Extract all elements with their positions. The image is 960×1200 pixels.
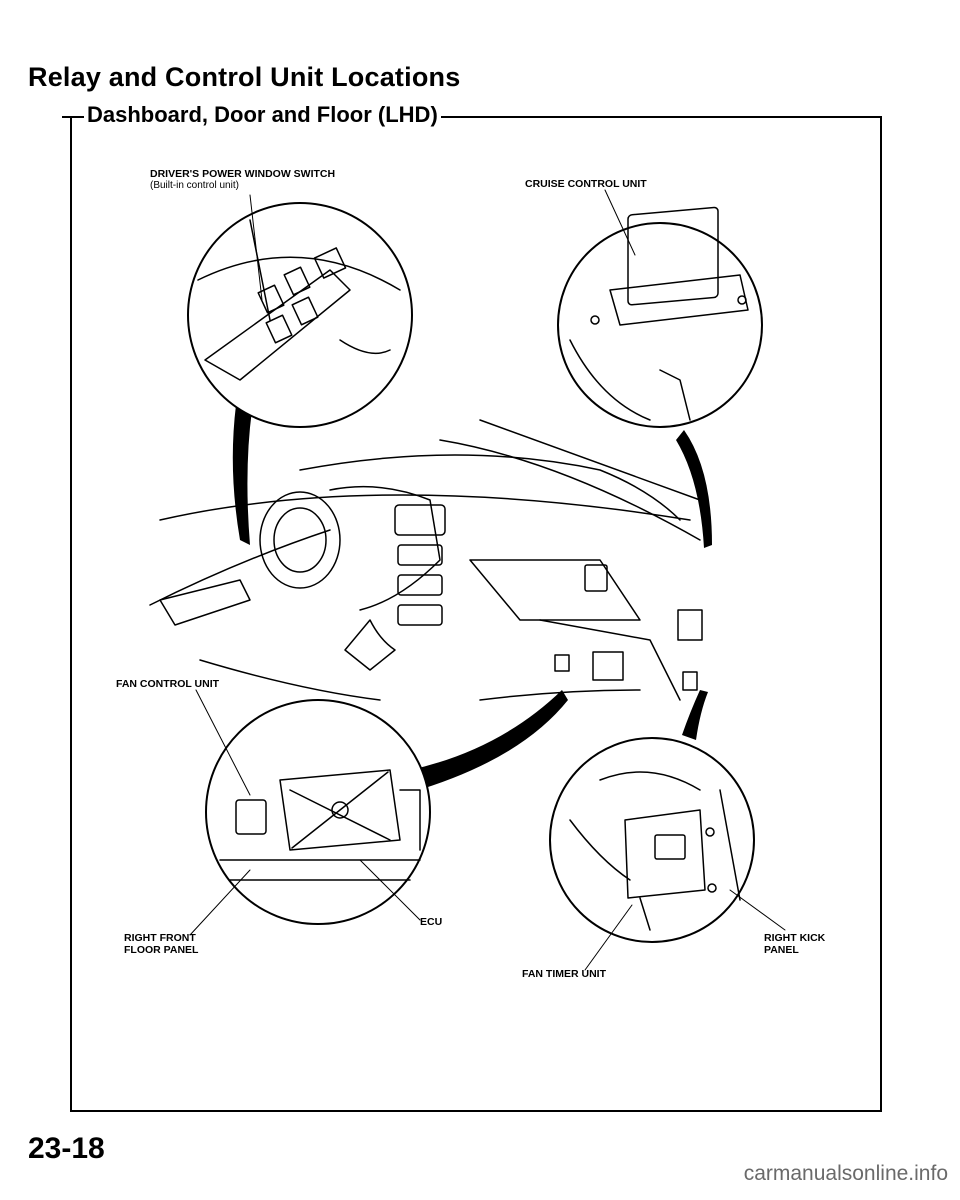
label-right-kick-panel-1: RIGHT KICK (764, 932, 826, 944)
ecu-inset (205, 699, 431, 925)
callout-leaders (189, 189, 786, 971)
page-number: 23-18 (28, 1132, 105, 1165)
label-cruise-control-unit: CRUISE CONTROL UNIT (525, 178, 647, 190)
label-right-front-floor-panel-2: FLOOR PANEL (124, 944, 199, 956)
zoom-wedge-fan-control (410, 690, 568, 792)
illustration-frame (70, 116, 882, 1112)
watermark: carmanualsonline.info (743, 1162, 948, 1185)
fan-timer-inset (549, 737, 755, 943)
frame-tick (62, 116, 74, 118)
label-drivers-window-switch: DRIVER'S POWER WINDOW SWITCH (150, 168, 336, 180)
zoom-wedge-fan-timer (682, 690, 708, 740)
label-fan-control-unit: FAN CONTROL UNIT (116, 678, 220, 690)
label-right-kick-panel-2: PANEL (764, 944, 799, 956)
label-built-in-control-unit: (Built-in control unit) (150, 180, 239, 191)
section-subtitle: Dashboard, Door and Floor (LHD) (84, 102, 441, 128)
window-switch-inset (187, 202, 413, 428)
zoom-wedge-window-switch (232, 405, 252, 545)
dashboard-drawing (149, 419, 703, 701)
zoom-wedge-cruise (676, 430, 712, 548)
page-title: Relay and Control Unit Locations (28, 62, 461, 92)
cruise-control-inset (557, 206, 763, 428)
label-ecu: ECU (420, 916, 443, 928)
label-fan-timer-unit: FAN TIMER UNIT (522, 968, 606, 980)
label-right-front-floor-panel-1: RIGHT FRONT (124, 932, 196, 944)
